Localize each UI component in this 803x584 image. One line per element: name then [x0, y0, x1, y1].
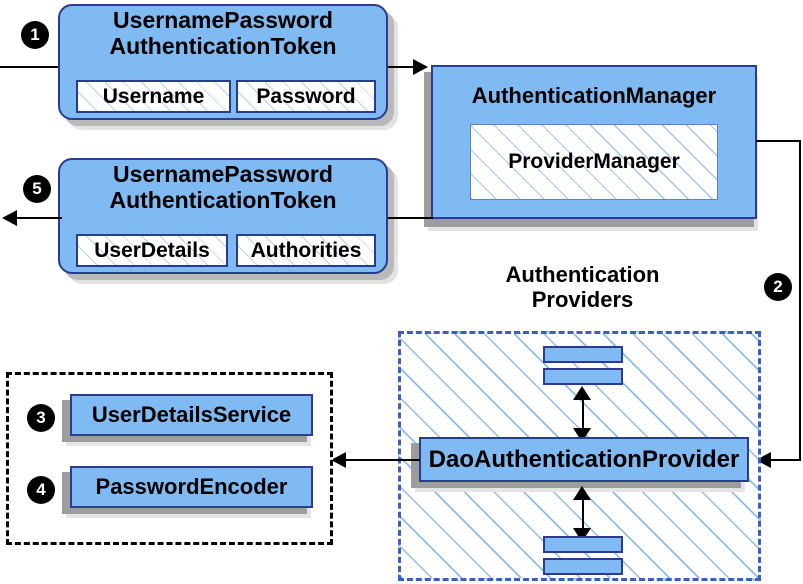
connector-provider-to-dependencies [345, 459, 420, 461]
arrow-provider-top-up [573, 386, 591, 400]
provider-bar-bottom-2 [543, 558, 623, 575]
provider-bar-top-1 [543, 346, 623, 363]
provider-manager-box: ProviderManager [470, 124, 718, 200]
connector-manager-right [756, 140, 801, 142]
request-token-field-username: Username [76, 80, 231, 113]
arrow-provider-bottom-up [573, 486, 591, 500]
step-badge-2: 2 [765, 274, 791, 300]
response-token-field-userdetails: UserDetails [76, 234, 228, 267]
connector-manager-to-response-token [388, 217, 433, 219]
provider-bar-top-2 [543, 368, 623, 385]
step-badge-1: 1 [22, 22, 48, 48]
provider-bar-bottom-1 [543, 536, 623, 553]
arrow-token-to-manager [413, 59, 428, 75]
dao-provider-box: DaoAuthenticationProvider [419, 437, 749, 482]
response-token-field-authorities: Authorities [236, 234, 376, 267]
connector-manager-to-provider [770, 459, 801, 461]
connector-provider-bottom [582, 492, 584, 530]
step-badge-4: 4 [28, 477, 54, 503]
connector-provider-top [582, 392, 584, 430]
password-encoder-box: PasswordEncoder [70, 466, 313, 508]
request-token-field-password: Password [236, 80, 376, 113]
connector-manager-down [799, 140, 801, 460]
connector-response-out [16, 217, 62, 219]
arrow-provider-to-dependencies [331, 452, 346, 468]
authentication-providers-title: Authentication Providers [505, 262, 660, 312]
user-details-service-box: UserDetailsService [70, 394, 313, 436]
step-badge-5: 5 [24, 176, 50, 202]
step-badge-3: 3 [28, 405, 54, 431]
connector-request-in [0, 66, 62, 68]
arrow-response-out [2, 210, 17, 226]
connector-token-to-manager [388, 66, 418, 68]
